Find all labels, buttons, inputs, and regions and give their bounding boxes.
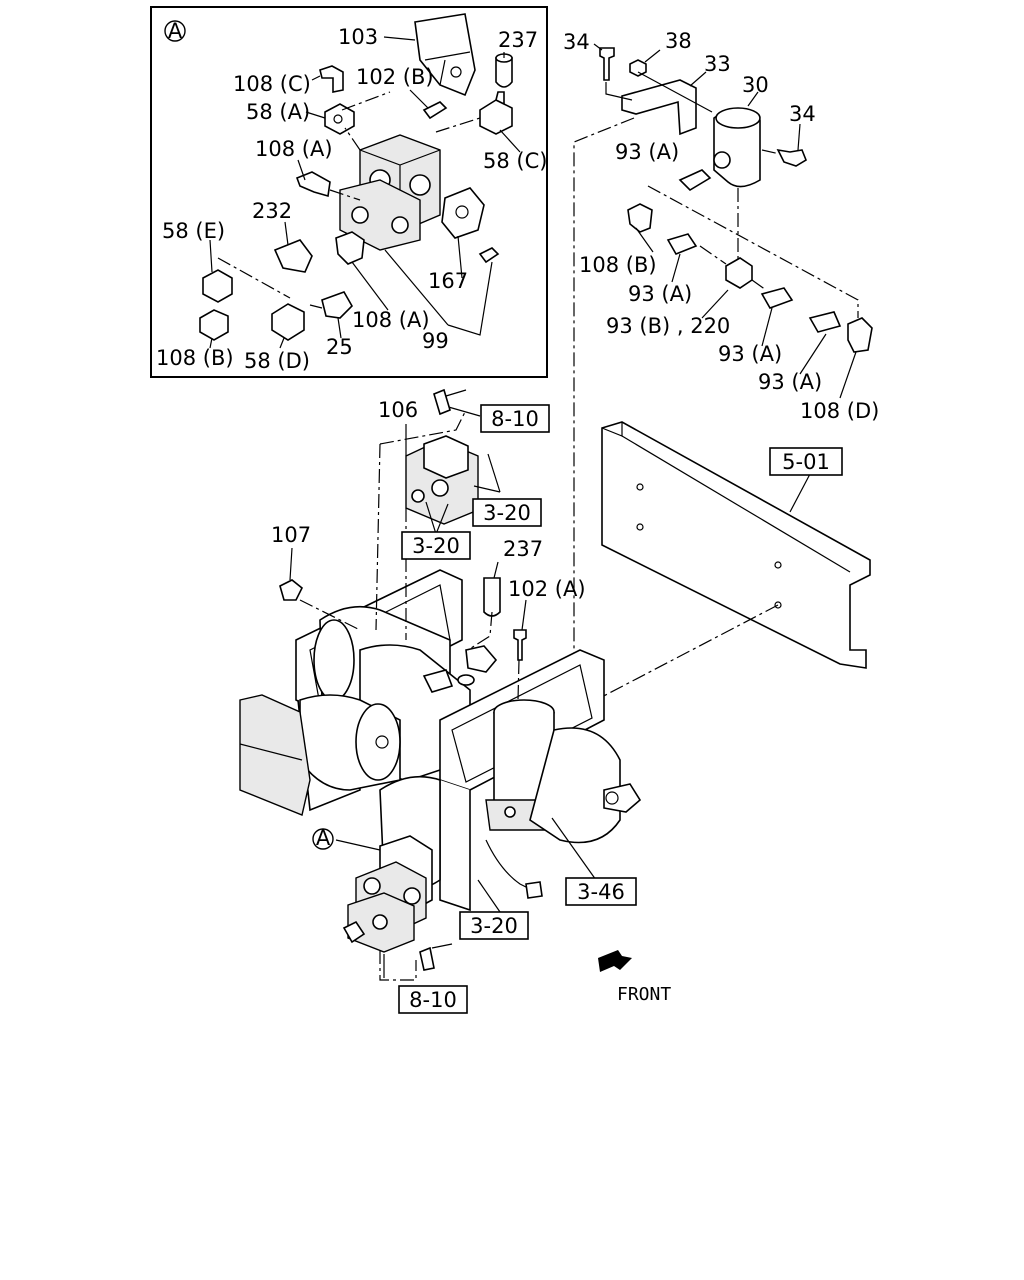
marker-a-circle bbox=[312, 828, 334, 850]
part-33-bracket bbox=[621, 79, 697, 136]
svg-text:3-20: 3-20 bbox=[412, 534, 460, 558]
ref-box-8-10-top: 8-10 bbox=[480, 404, 550, 433]
label-167: 167 bbox=[428, 269, 468, 293]
label-107: 107 bbox=[271, 523, 311, 547]
label-108a-lower: 108 (A) bbox=[352, 308, 430, 332]
part-232-fitting bbox=[273, 239, 313, 273]
label-103: 103 bbox=[338, 25, 378, 49]
part-102b-bolt bbox=[422, 101, 448, 120]
part-34-bolt bbox=[599, 47, 615, 81]
label-93a-3: 93 (A) bbox=[718, 342, 782, 366]
label-108b-right: 108 (B) bbox=[579, 253, 657, 277]
label-33: 33 bbox=[704, 52, 731, 76]
label-58d: 58 (D) bbox=[244, 349, 310, 373]
label-58a: 58 (A) bbox=[246, 100, 310, 124]
svg-text:8-10: 8-10 bbox=[409, 988, 457, 1012]
label-93a-1: 93 (A) bbox=[615, 140, 679, 164]
ref-box-5-01: 5-01 bbox=[769, 447, 843, 476]
part-108b-elbow bbox=[627, 203, 653, 233]
label-38: 38 bbox=[665, 29, 692, 53]
svg-text:3-20: 3-20 bbox=[470, 914, 518, 938]
lower-valve-assembly bbox=[342, 835, 433, 953]
label-99: 99 bbox=[422, 329, 449, 353]
label-232: 232 bbox=[252, 199, 292, 223]
ref-box-3-20-c: 3-20 bbox=[459, 911, 529, 940]
label-25: 25 bbox=[326, 335, 353, 359]
label-58e: 58 (E) bbox=[162, 219, 225, 243]
part-102a-bolt bbox=[513, 629, 527, 661]
label-102b: 102 (B) bbox=[356, 65, 434, 89]
part-107-bolt bbox=[279, 579, 304, 601]
label-108c: 108 (C) bbox=[233, 72, 311, 96]
svg-text:3-20: 3-20 bbox=[483, 501, 531, 525]
label-34-right: 34 bbox=[789, 102, 816, 126]
front-arrow-icon bbox=[598, 950, 632, 972]
label-93a-2: 93 (A) bbox=[628, 282, 692, 306]
front-indicator: FRONT bbox=[598, 950, 671, 1005]
label-102a: 102 (A) bbox=[508, 577, 586, 601]
label-58c: 58 (C) bbox=[483, 149, 547, 173]
label-106: 106 bbox=[378, 398, 418, 422]
part-93a-nipple-2 bbox=[666, 233, 698, 256]
part-valve-body bbox=[339, 134, 441, 251]
marker-a-label: A bbox=[316, 826, 331, 850]
part-99-bolt bbox=[478, 247, 500, 264]
inset-a: A bbox=[150, 6, 548, 378]
part-93a-nipple-1 bbox=[678, 169, 712, 192]
part-34-bolt-right bbox=[776, 148, 807, 167]
part-108b-fitting bbox=[199, 309, 229, 341]
frame-rail bbox=[595, 421, 871, 701]
label-108a: 108 (A) bbox=[255, 137, 333, 161]
upper-right-leaders bbox=[573, 43, 859, 698]
inset-marker-circle bbox=[164, 20, 186, 42]
part-58a-fitting bbox=[324, 103, 355, 135]
part-237-switch bbox=[495, 57, 513, 88]
label-237-inset: 237 bbox=[498, 28, 538, 52]
main-leaders bbox=[289, 389, 597, 981]
svg-text:3-46: 3-46 bbox=[577, 880, 625, 904]
part-25-plug bbox=[321, 291, 353, 319]
part-58d-fitting bbox=[271, 303, 305, 341]
part-167-plate bbox=[441, 187, 485, 239]
part-93a-nipple-3 bbox=[760, 287, 794, 309]
label-108d: 108 (D) bbox=[800, 399, 879, 423]
ref-box-8-10-bottom: 8-10 bbox=[398, 985, 468, 1014]
part-93b-tee bbox=[725, 257, 753, 289]
label-34: 34 bbox=[563, 30, 590, 54]
part-106-governor bbox=[405, 435, 479, 525]
part-237-switch-main bbox=[483, 577, 501, 617]
ref-box-3-20-b: 3-20 bbox=[401, 531, 471, 560]
part-93a-nipple-4 bbox=[808, 311, 842, 333]
inset-leaders bbox=[209, 36, 521, 349]
air-tank-right bbox=[529, 727, 642, 844]
part-108c-elbow bbox=[319, 65, 344, 93]
part-108d-elbow bbox=[847, 317, 873, 353]
ref-box-3-20-a: 3-20 bbox=[472, 498, 542, 527]
part-58e-fitting bbox=[202, 269, 233, 303]
upper-right-assembly: 34 38 33 30 34 93 (A) 108 (B) 93 (A) 93 … bbox=[563, 29, 879, 698]
label-93a-4: 93 (A) bbox=[758, 370, 822, 394]
label-30: 30 bbox=[742, 73, 769, 97]
label-237-main: 237 bbox=[503, 537, 543, 561]
svg-text:5-01: 5-01 bbox=[782, 450, 830, 474]
svg-text:8-10: 8-10 bbox=[491, 407, 539, 431]
label-93b-220: 93 (B) , 220 bbox=[606, 314, 730, 338]
part-30-body bbox=[713, 107, 761, 188]
ref-box-3-46: 3-46 bbox=[565, 877, 637, 906]
part-38-nut bbox=[629, 59, 647, 77]
front-label: FRONT bbox=[617, 984, 671, 1005]
inset-marker-label: A bbox=[168, 19, 183, 43]
label-108b-inset: 108 (B) bbox=[156, 346, 234, 370]
main-assembly: 8-10 3-20 3-20 5-01 3-46 3-20 8-10 10 bbox=[239, 388, 843, 1014]
mount-block-left bbox=[239, 694, 311, 816]
part-108a-elbow bbox=[295, 171, 331, 198]
part-108a-elbow-lower bbox=[335, 231, 365, 265]
